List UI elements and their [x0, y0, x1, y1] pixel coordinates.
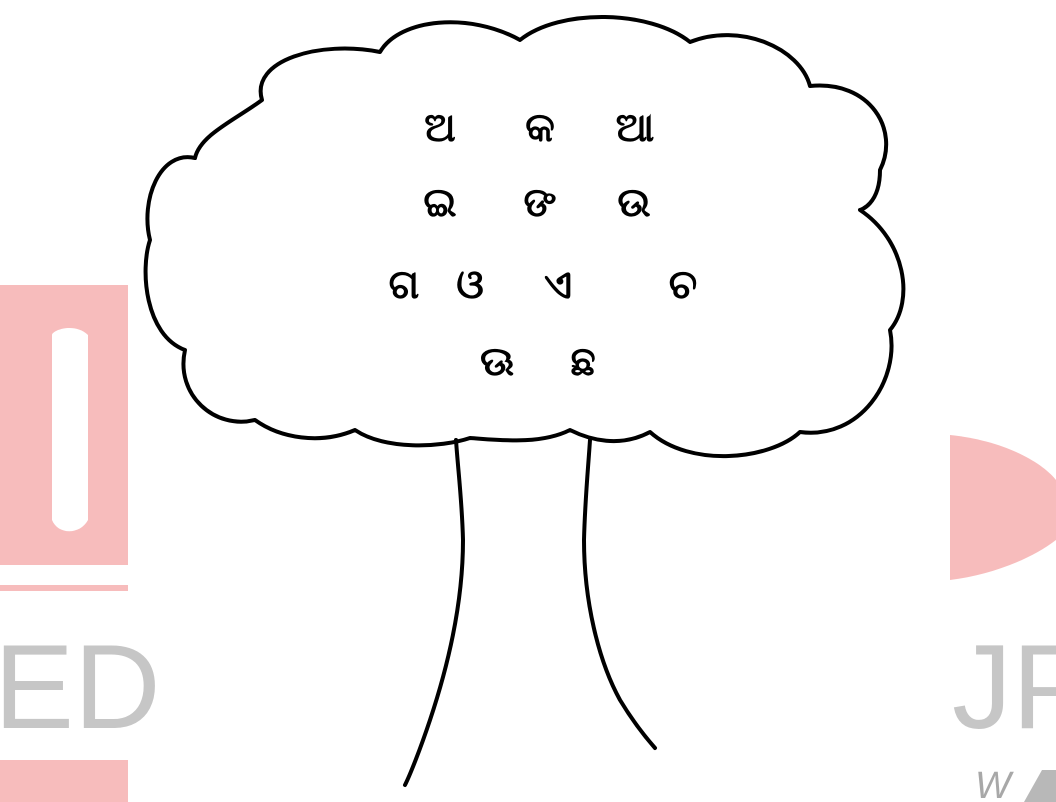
letter-ca: ଚ: [669, 265, 697, 305]
letter-nga: ଙ: [523, 183, 556, 223]
letter-ka: କ: [525, 108, 555, 148]
letter-i: ଇ: [423, 183, 456, 223]
letter-u: ଉ: [617, 183, 650, 223]
tree-trunk-right: [584, 440, 655, 748]
letter-ga: ଗ: [389, 265, 420, 305]
letter-a: ଅ: [424, 108, 456, 148]
letter-aa: ଆ: [616, 108, 655, 148]
tree-canopy: [146, 17, 904, 456]
letter-cha: ଛ: [570, 342, 595, 382]
letter-o: ଓ: [456, 265, 484, 305]
letter-e: ଏ: [544, 265, 572, 305]
letter-uu: ଊ: [480, 342, 514, 382]
tree-trunk-left: [405, 440, 463, 785]
